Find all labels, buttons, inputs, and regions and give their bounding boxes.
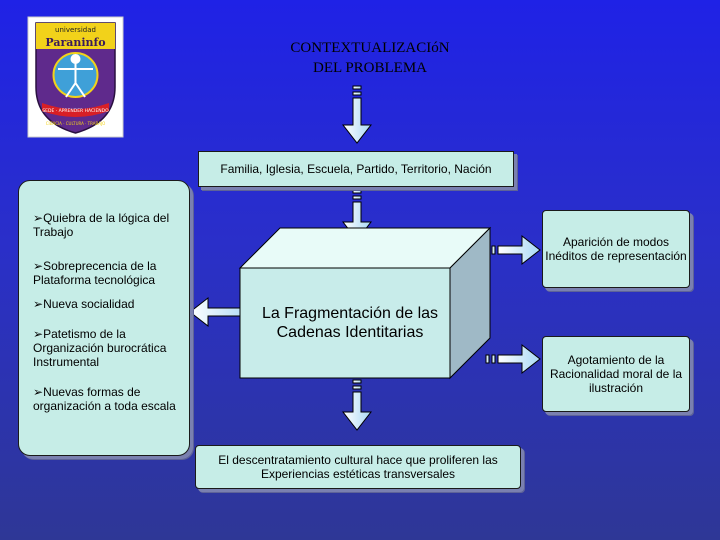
arrowhead-bullet-icon: ➢: [33, 327, 44, 341]
cultural-decentering-text: El descentratamiento cultural hace que p…: [218, 453, 498, 481]
cause-item-text: Nuevas formas de organización a toda esc…: [33, 385, 176, 413]
cause-item: ➢Nuevas formas de organización a toda es…: [33, 385, 191, 413]
arrowhead-bullet-icon: ➢: [33, 259, 44, 273]
cause-item-text: Patetismo de la Organización burocrática…: [33, 327, 167, 369]
central-concept: La Fragmentación de las Cadenas Identita…: [261, 305, 439, 341]
page-title: CONTEXTUALIZACIóN DEL PROBLEMA: [225, 38, 515, 78]
arrow-right-top: [485, 234, 541, 266]
institutions-box: Familia, Iglesia, Escuela, Partido, Terr…: [198, 151, 514, 187]
arrowhead-bullet-icon: ➢: [33, 211, 44, 225]
cause-item: ➢Sobreprecencia de la Plataforma tecnoló…: [33, 259, 191, 287]
cause-item: ➢Quiebra de la lógica del Trabajo: [33, 211, 191, 239]
arrowhead-bullet-icon: ➢: [33, 385, 44, 399]
cause-item: ➢Patetismo de la Organización burocrátic…: [33, 327, 191, 369]
cultural-decentering-box: El descentratamiento cultural hace que p…: [195, 445, 521, 489]
cause-item-text: Sobreprecencia de la Plataforma tecnológ…: [33, 259, 157, 287]
logo-name: Paraninfo: [45, 36, 105, 49]
fragmentation-cube: [238, 226, 492, 380]
new-representation-box: Aparición de modos Inéditos de represent…: [542, 210, 690, 288]
title-line-2: DEL PROBLEMA: [312, 60, 428, 76]
cause-item-text: Nueva socialidad: [43, 297, 135, 311]
university-logo: universidad Paraninfo SEDE · APRENDER HA…: [27, 16, 124, 138]
arrow-right-bottom: [485, 343, 541, 375]
title-line-1: CONTEXTUALIZACIóN: [290, 40, 450, 56]
cause-item-text: Quiebra de la lógica del Trabajo: [33, 211, 170, 239]
logo-banner: SEDE · APRENDER HACIENDO: [42, 108, 109, 114]
arrow-down-3: [341, 379, 373, 431]
cause-item: ➢Nueva socialidad: [33, 297, 191, 311]
logo-top-text: universidad: [55, 26, 96, 34]
rationality-text: Agotamiento de la Racionalidad moral de …: [549, 353, 683, 395]
new-representation-text: Aparición de modos Inéditos de represent…: [545, 235, 687, 263]
arrow-down-1: [341, 85, 373, 144]
arrowhead-bullet-icon: ➢: [33, 297, 44, 311]
causes-box: ➢Quiebra de la lógica del Trabajo ➢Sobre…: [18, 180, 190, 456]
rationality-box: Agotamiento de la Racionalidad moral de …: [542, 336, 690, 412]
logo-bottom-text: CIENCIA · CULTURA · TRABAJO: [46, 121, 106, 126]
institutions-text: Familia, Iglesia, Escuela, Partido, Terr…: [220, 162, 492, 176]
